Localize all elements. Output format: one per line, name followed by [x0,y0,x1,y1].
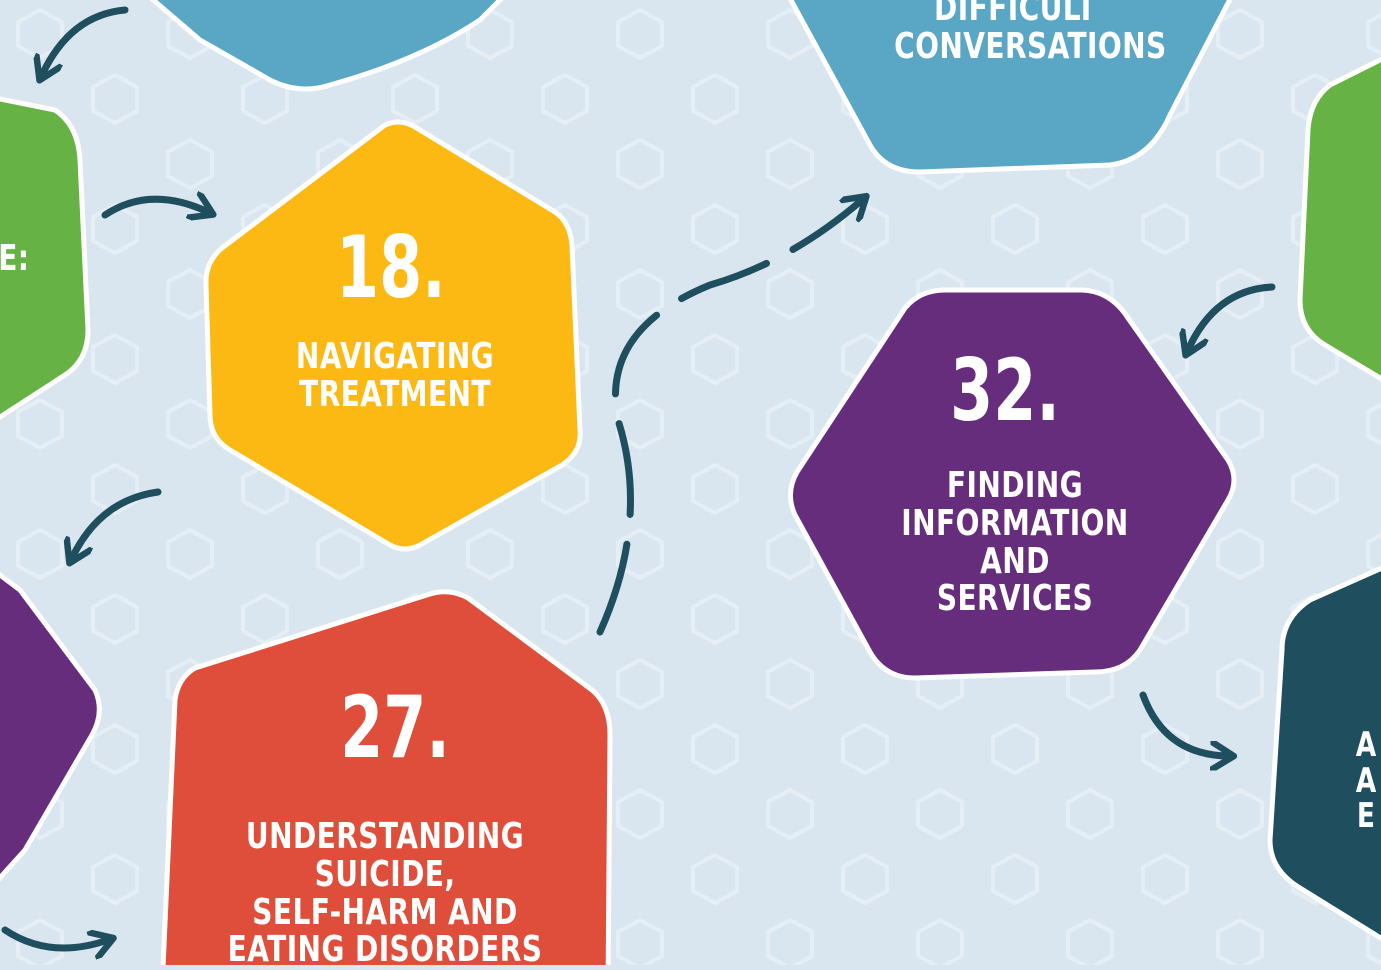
arrow-curved [42,6,129,75]
arrow-curved [101,199,208,215]
module-hexagon-navigating-treatment[interactable] [203,119,583,552]
module-hexagon-top-left-blue [149,0,504,92]
module-hexagon-finding-information[interactable] [788,287,1237,681]
right-navy-partial-label: A A E [1350,725,1381,837]
module-hexagon-left-green [0,96,91,421]
title-line: DIFFICULT [934,0,1096,29]
title-line: UNDERSTANDING SUICIDE, [245,816,525,895]
title-line: A [1355,760,1377,801]
module-hexagon-right-navy [1267,565,1381,942]
arrow-curved [72,488,162,558]
arrow-curved [1,926,108,948]
title-line: SELF-HARM AND [252,891,518,933]
module-hexagon-left-purple [0,571,102,882]
title-line: INFORMATION AND [901,502,1129,582]
title-line: SERVICES [936,578,1094,620]
arrow-curved [1188,283,1276,350]
title-line: A [1355,725,1377,765]
module-number-18: 18. [336,218,446,318]
title-line: NAVIGATING [295,336,495,377]
arrow-dashed-path [596,200,862,636]
title-line: EATING DISORDERS [227,929,543,970]
module-hexagon-understanding-suicide[interactable] [160,589,613,965]
module-hexagon-difficult-conversations[interactable] [780,0,1240,175]
module-title-difficult-conversations: DIFFICULT CONVERSATIONS [894,0,1167,67]
module-hexagon-right-green [1297,56,1381,382]
title-line: E [1356,796,1376,837]
title-line: FINDING [946,465,1084,506]
module-title-navigating-treatment: NAVIGATING TREATMENT [282,338,508,414]
module-number-27: 27. [340,678,450,778]
title-line: TREATMENT [299,373,491,415]
arrow-curved [1139,691,1228,756]
module-number-32: 32. [950,341,1060,441]
module-title-understanding-suicide: UNDERSTANDING SUICIDE, SELF-HARM AND EAT… [221,818,549,969]
left-green-partial-label: E: [0,238,30,279]
module-title-finding-information: FINDING INFORMATION AND SERVICES [894,467,1136,618]
title-line: CONVERSATIONS [894,25,1167,67]
